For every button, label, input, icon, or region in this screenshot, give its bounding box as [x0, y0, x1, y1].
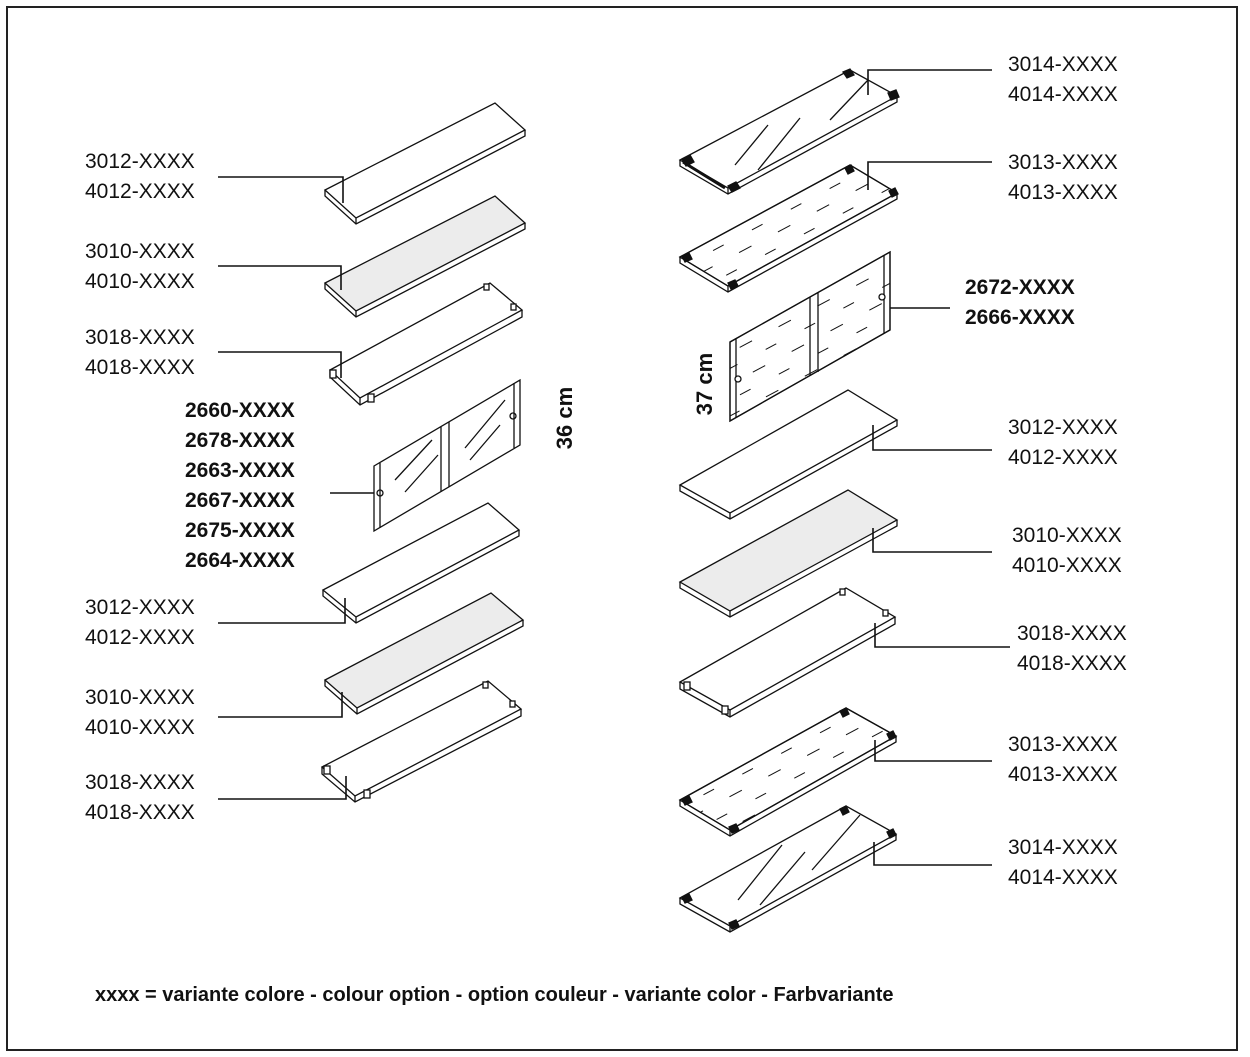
glass-door-left	[373, 378, 521, 533]
left-label-door-codes: 2660-XXXX 2678-XXXX 2663-XXXX 2667-XXXX …	[185, 399, 295, 572]
right-leader-lines	[867, 69, 1010, 866]
left-leader-lines	[218, 176, 374, 800]
drawing-frame	[6, 6, 1238, 1051]
shelf-left-3	[328, 282, 524, 406]
glass-shelf-right-1	[678, 68, 900, 195]
shelf-right-2	[678, 489, 899, 618]
shelf-left-5	[323, 592, 525, 715]
shelf-left-6	[320, 680, 523, 803]
color-option-legend: xxxx = variante colore - colour option -…	[95, 984, 894, 1006]
glass-shelf-right-2	[678, 805, 898, 933]
shelf-left-2	[323, 195, 527, 318]
patterned-door-right	[729, 250, 891, 423]
dimension-right: 37 cm	[692, 352, 717, 416]
shelf-left-1	[323, 102, 527, 225]
patterned-shelf-right-2	[678, 707, 898, 837]
dimension-left: 36 cm	[552, 386, 577, 450]
shelf-right-3	[678, 587, 897, 718]
patterned-shelf-right-1	[678, 164, 899, 293]
shelf-right-1	[678, 389, 899, 520]
